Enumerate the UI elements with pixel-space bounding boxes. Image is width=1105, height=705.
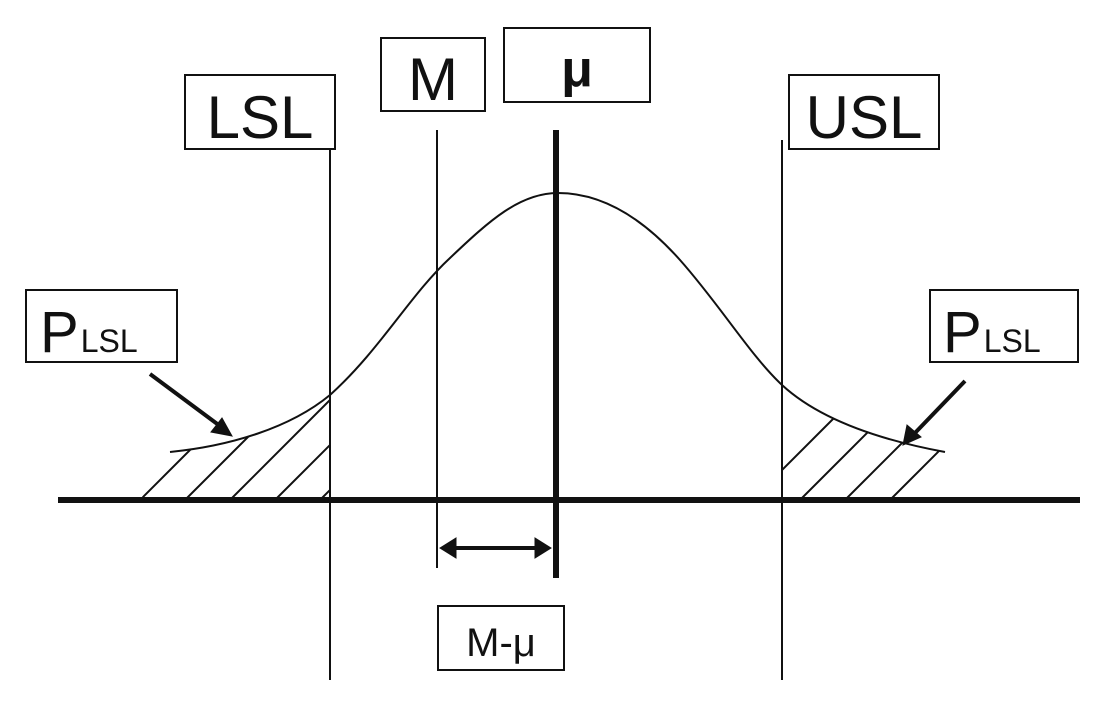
mean-label: μ — [503, 27, 651, 103]
lsl-label-text: LSL — [207, 84, 314, 151]
median-label-text: M — [408, 46, 458, 113]
lsl-label: LSL — [184, 74, 336, 151]
normal-curve — [169, 191, 946, 453]
left-tail-label: PLSL — [25, 289, 178, 365]
usl-label: USL — [788, 74, 940, 151]
mean-label-text: μ — [561, 40, 593, 98]
left-tail-label-text: PLSL — [40, 300, 138, 365]
difference-arrow — [439, 537, 552, 559]
left-tail-label-main: P — [40, 300, 79, 365]
median-label: M — [380, 37, 486, 113]
difference-label-text: M-μ — [466, 621, 536, 665]
right-tail-label-main: P — [943, 300, 982, 365]
right-pointer-arrow — [902, 379, 967, 446]
usl-label-text: USL — [806, 84, 923, 151]
left-pointer-arrow — [148, 372, 233, 437]
right-tail-label-sub: LSL — [984, 323, 1041, 359]
left-tail-label-sub: LSL — [81, 323, 138, 359]
right-tail-label-text: PLSL — [943, 300, 1041, 365]
right-tail-label: PLSL — [929, 289, 1079, 365]
difference-label: M-μ — [437, 605, 565, 671]
